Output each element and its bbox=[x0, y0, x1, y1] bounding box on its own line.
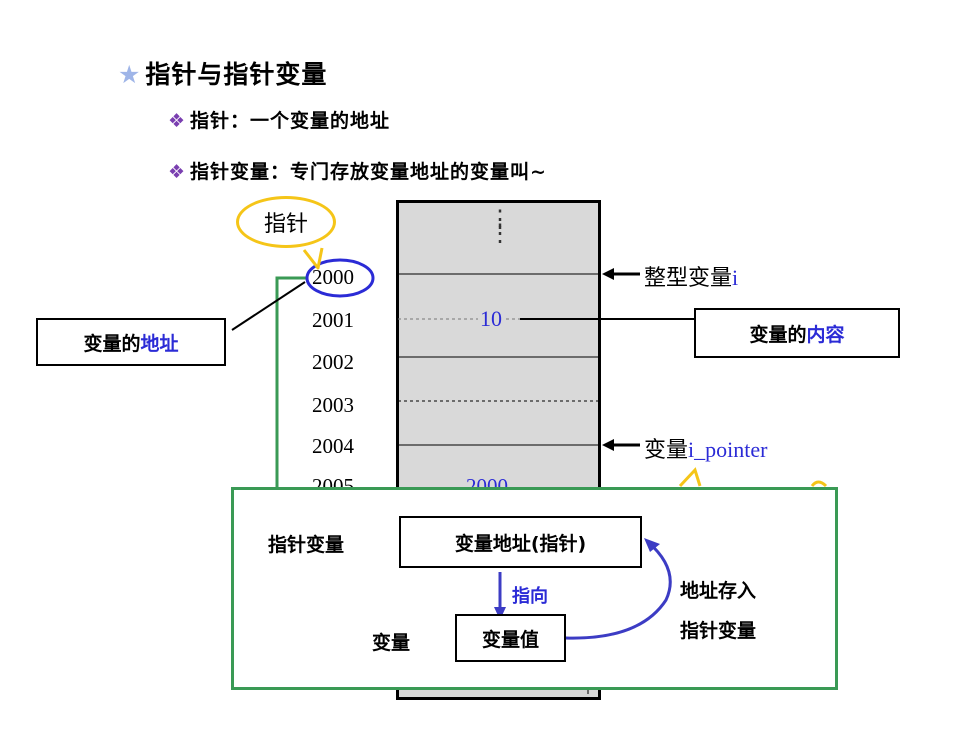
content-label-prefix: 变量的 bbox=[749, 323, 807, 346]
var-pointer-prefix: 变量 bbox=[644, 437, 689, 462]
pointer-bubble-text: 指针 bbox=[263, 212, 308, 237]
arrow-left-icon bbox=[602, 439, 614, 451]
slide-title-text: 指针与指针变量 bbox=[145, 60, 328, 89]
callout-yellow bbox=[678, 467, 702, 488]
store-label-line1: 地址存入 bbox=[680, 580, 757, 602]
address-label-box: 变量的地址 bbox=[36, 318, 226, 366]
address-2002: 2002 bbox=[312, 350, 354, 374]
store-address-curve bbox=[565, 540, 672, 640]
address-label-prefix: 变量的 bbox=[83, 332, 141, 355]
address-pointer-line bbox=[231, 281, 306, 331]
slide-title: ★指针与指针变量 bbox=[118, 55, 327, 91]
var-i-label: 整型变量i bbox=[644, 260, 738, 292]
pointer-box-text: 变量地址(指针) bbox=[454, 532, 587, 555]
bullet-pointer-text: 指针：一个变量的地址 bbox=[190, 110, 391, 132]
callout-yellow-right bbox=[810, 480, 828, 488]
green-bracket bbox=[275, 276, 308, 490]
star-icon: ★ bbox=[118, 60, 142, 89]
value-box: 变量值 bbox=[455, 614, 566, 662]
cell-value: 10 bbox=[478, 306, 504, 332]
down-arrow-icon bbox=[494, 607, 506, 620]
var-i-prefix: 整型变量 bbox=[644, 265, 733, 290]
store-label-line2: 指针变量 bbox=[680, 620, 757, 642]
var-i-name: i bbox=[732, 265, 739, 290]
value-box-text: 变量值 bbox=[481, 628, 539, 651]
bullet-pointer-variable-text: 指针变量：专门存放变量地址的变量叫~ bbox=[190, 161, 547, 183]
var-pointer-name: i_pointer bbox=[688, 437, 768, 462]
var-pointer-label: 变量i_pointer bbox=[644, 432, 767, 464]
address-2001: 2001 bbox=[312, 308, 354, 332]
bullet-pointer: ❖指针：一个变量的地址 bbox=[168, 106, 390, 133]
bubble-tail bbox=[302, 247, 324, 270]
diamond-bullet-icon: ❖ bbox=[168, 110, 187, 132]
address-circle bbox=[305, 258, 375, 298]
var-label: 变量 bbox=[372, 632, 411, 654]
content-label-highlight: 内容 bbox=[806, 323, 845, 346]
address-label-highlight: 地址 bbox=[140, 332, 179, 355]
content-label-box: 变量的内容 bbox=[694, 308, 900, 358]
address-2000: 2000 bbox=[312, 265, 354, 289]
address-2004: 2004 bbox=[312, 434, 354, 458]
arrow-left-icon bbox=[602, 268, 614, 280]
bullet-pointer-variable: ❖指针变量：专门存放变量地址的变量叫~ bbox=[168, 157, 547, 184]
pointer-var-label: 指针变量 bbox=[268, 534, 345, 556]
pointer-bubble: 指针 bbox=[236, 196, 336, 248]
address-2003: 2003 bbox=[312, 393, 354, 417]
curve-arrow-icon bbox=[644, 538, 660, 552]
pointer-box: 变量地址(指针) bbox=[399, 516, 642, 568]
diamond-bullet-icon: ❖ bbox=[168, 161, 187, 183]
points-to-label: 指向 bbox=[512, 586, 548, 607]
